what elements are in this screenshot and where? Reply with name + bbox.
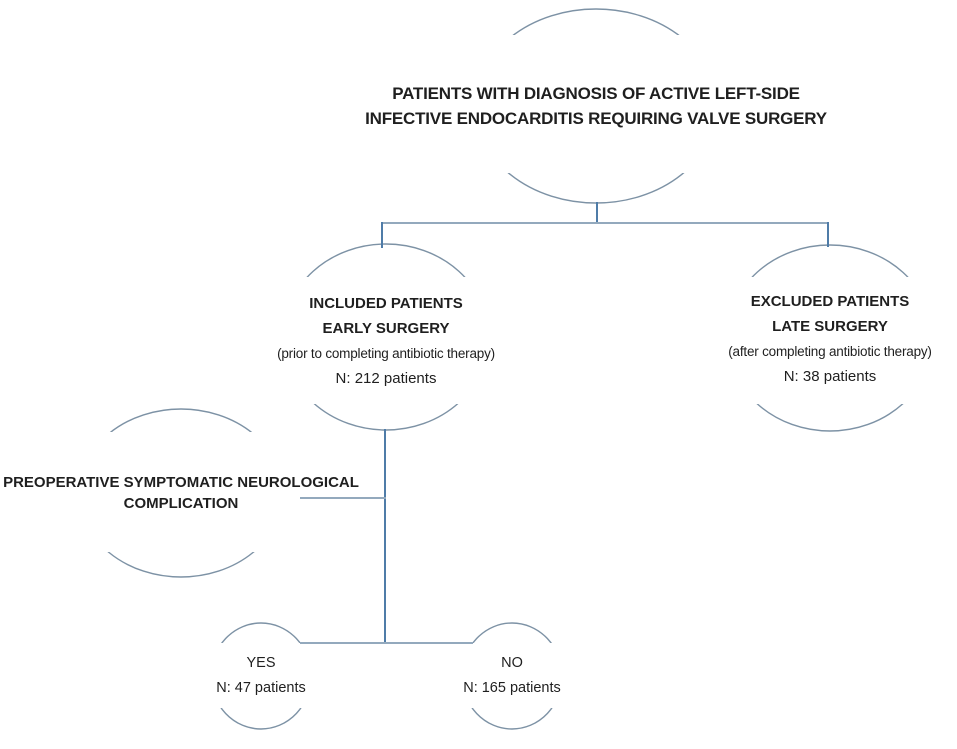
yes-label: YES [246,655,276,671]
yes-text-mask [196,643,326,708]
root-node-label: PATIENTS WITH DIAGNOSIS OF ACTIVE LEFT-S… [351,81,841,131]
yes-node-label: YES N: 47 patients [181,651,341,701]
included-node-label: INCLUDED PATIENTS EARLY SURGERY (prior t… [251,291,521,391]
preop-line-1: PREOPERATIVE SYMPTOMATIC NEUROLOGICAL [3,474,359,491]
preop-line-2: COMPLICATION [123,495,239,512]
yes-count: N: 47 patients [216,680,306,696]
no-count: N: 165 patients [463,680,561,696]
included-text-mask [252,277,520,404]
root-text-mask [378,35,814,173]
excluded-title: EXCLUDED PATIENTS [750,293,910,310]
preop-node-label: PREOPERATIVE SYMPTOMATIC NEUROLOGICAL CO… [1,472,361,514]
included-subtitle: EARLY SURGERY [322,320,450,337]
root-line-2: INFECTIVE ENDOCARDITIS REQUIRING VALVE S… [365,109,827,128]
no-text-mask [447,643,577,708]
excluded-subtitle: LATE SURGERY [772,318,888,335]
included-note: (prior to completing antibiotic therapy) [277,346,495,361]
preop-text-mask [4,432,356,552]
no-label: NO [501,655,523,671]
root-line-1: PATIENTS WITH DIAGNOSIS OF ACTIVE LEFT-S… [392,84,800,103]
excluded-node-label: EXCLUDED PATIENTS LATE SURGERY (after co… [695,289,957,389]
excluded-text-mask [704,277,952,404]
excluded-note: (after completing antibiotic therapy) [728,344,932,359]
included-title: INCLUDED PATIENTS [309,295,463,312]
excluded-count: N: 38 patients [783,368,877,385]
included-count: N: 212 patients [335,370,437,387]
no-node-label: NO N: 165 patients [432,651,592,701]
